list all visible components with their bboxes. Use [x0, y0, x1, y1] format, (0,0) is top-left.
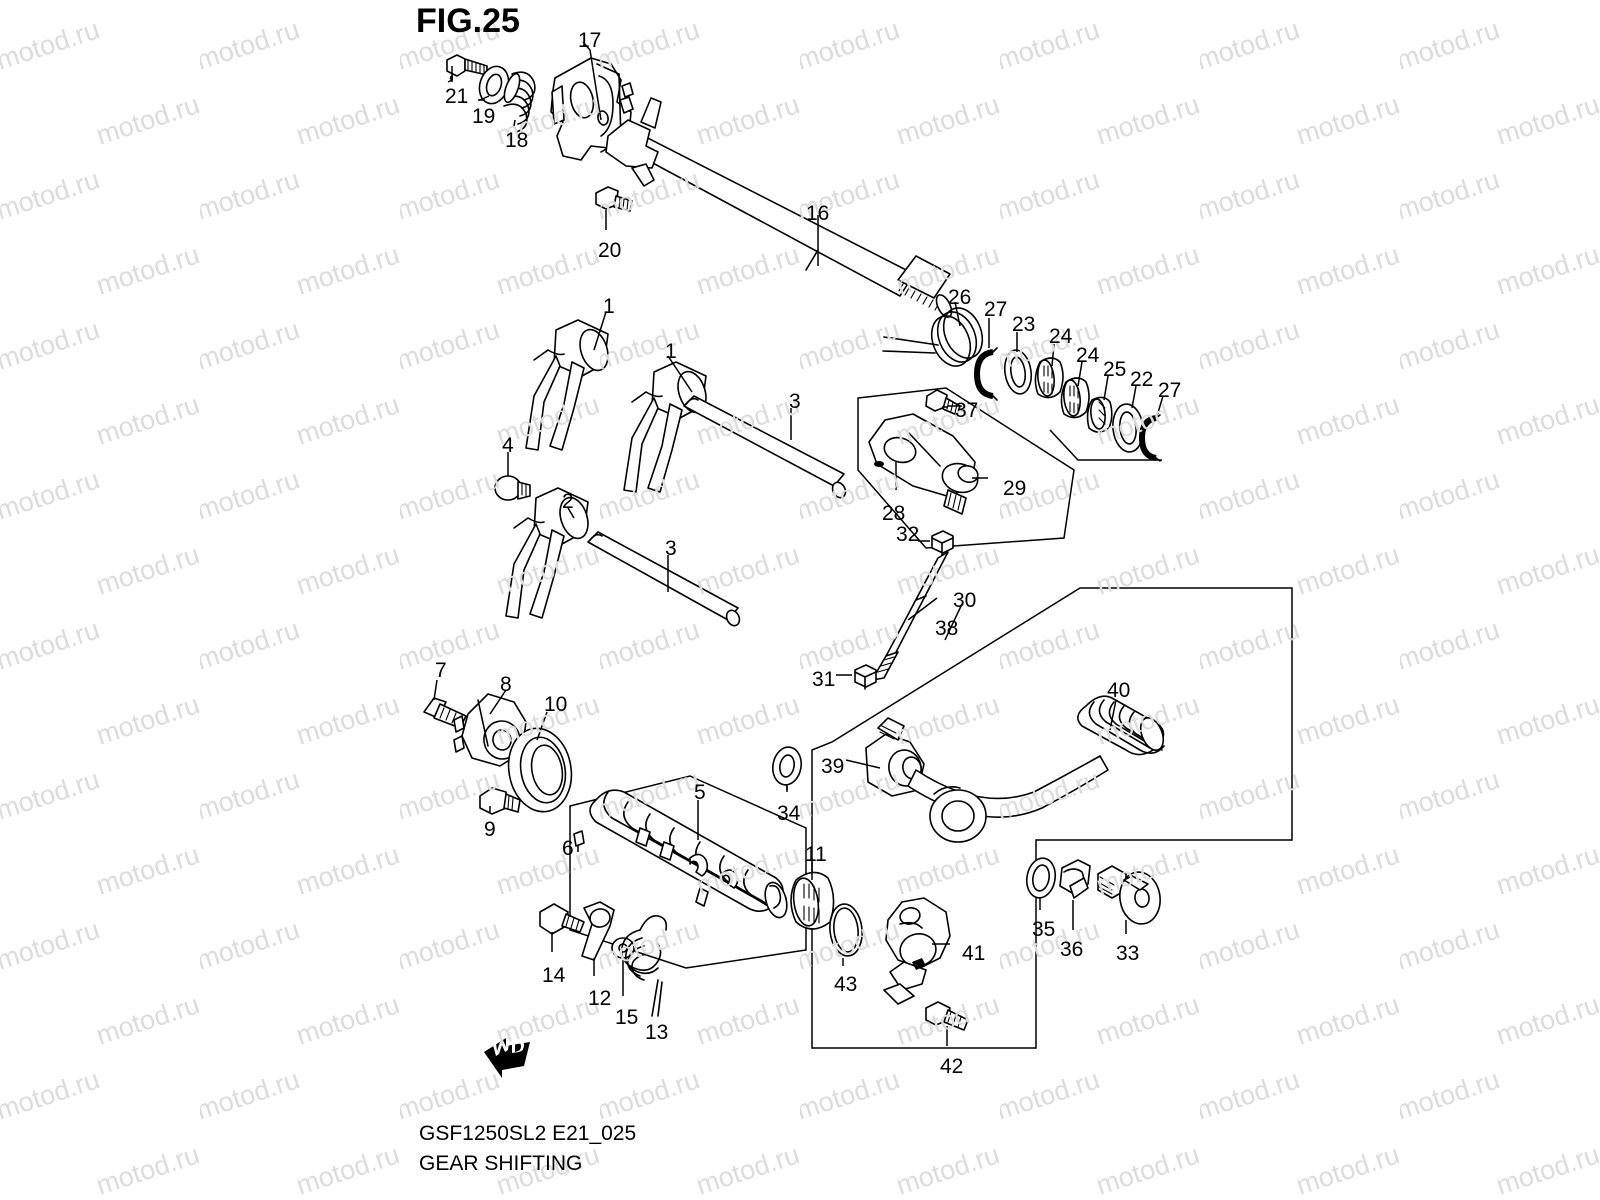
callout-number-42: 42	[940, 1055, 964, 1078]
callout-number-40: 40	[1107, 679, 1131, 702]
callout-number-29: 29	[1003, 477, 1027, 500]
callout-number-21: 21	[445, 85, 469, 108]
callout-number-10: 10	[544, 693, 568, 716]
callout-number-30: 30	[953, 589, 977, 612]
callout-number-28: 28	[882, 502, 906, 525]
callout-number-23: 23	[1012, 313, 1036, 336]
callout-number-18: 18	[505, 129, 529, 152]
callout-number-27a: 27	[984, 298, 1008, 321]
callout-number-13: 13	[645, 1021, 669, 1044]
callout-number-37: 37	[955, 399, 979, 422]
callout-number-41: 41	[962, 942, 986, 965]
callout-number-24b: 24	[1076, 344, 1100, 367]
callout-number-43: 43	[834, 973, 858, 996]
callout-number-24a: 24	[1049, 325, 1073, 348]
callout-number-19: 19	[472, 105, 496, 128]
callout-number-38: 38	[935, 617, 959, 640]
callout-number-39: 39	[821, 755, 845, 778]
model-code-caption: GSF1250SL2 E21_025	[419, 1122, 637, 1145]
callout-number-26: 26	[948, 286, 972, 309]
callout-number-12: 12	[588, 987, 612, 1010]
callout-number-35: 35	[1032, 918, 1056, 941]
page-title: FIG.25	[416, 2, 520, 40]
callout-number-5: 5	[694, 781, 706, 804]
callout-number-17: 17	[578, 29, 602, 52]
callout-number-16: 16	[806, 202, 830, 225]
callout-number-9: 9	[484, 818, 496, 841]
callout-number-15: 15	[615, 1006, 639, 1029]
callout-number-14: 14	[542, 964, 566, 987]
callout-number-1a: 1	[603, 295, 615, 318]
callout-number-31: 31	[812, 668, 836, 691]
callout-number-7: 7	[435, 659, 447, 682]
callout-number-36: 36	[1060, 938, 1084, 961]
callout-number-32: 32	[896, 523, 920, 546]
callout-number-6: 6	[562, 837, 574, 860]
callout-number-33: 33	[1116, 942, 1140, 965]
callout-number-25: 25	[1103, 358, 1127, 381]
callout-number-34: 34	[777, 802, 801, 825]
callout-number-3b: 3	[665, 537, 677, 560]
callout-number-20: 20	[598, 239, 622, 262]
callout-number-4: 4	[502, 434, 514, 457]
callout-number-2: 2	[562, 490, 574, 513]
callout-number-27b: 27	[1158, 379, 1182, 402]
callout-number-1b: 1	[665, 340, 677, 363]
callout-number-11: 11	[805, 843, 827, 866]
callout-number-8: 8	[500, 673, 512, 696]
section-name-caption: GEAR SHIFTING	[419, 1152, 583, 1175]
callout-number-22: 22	[1130, 368, 1154, 391]
callout-number-3a: 3	[789, 390, 801, 413]
